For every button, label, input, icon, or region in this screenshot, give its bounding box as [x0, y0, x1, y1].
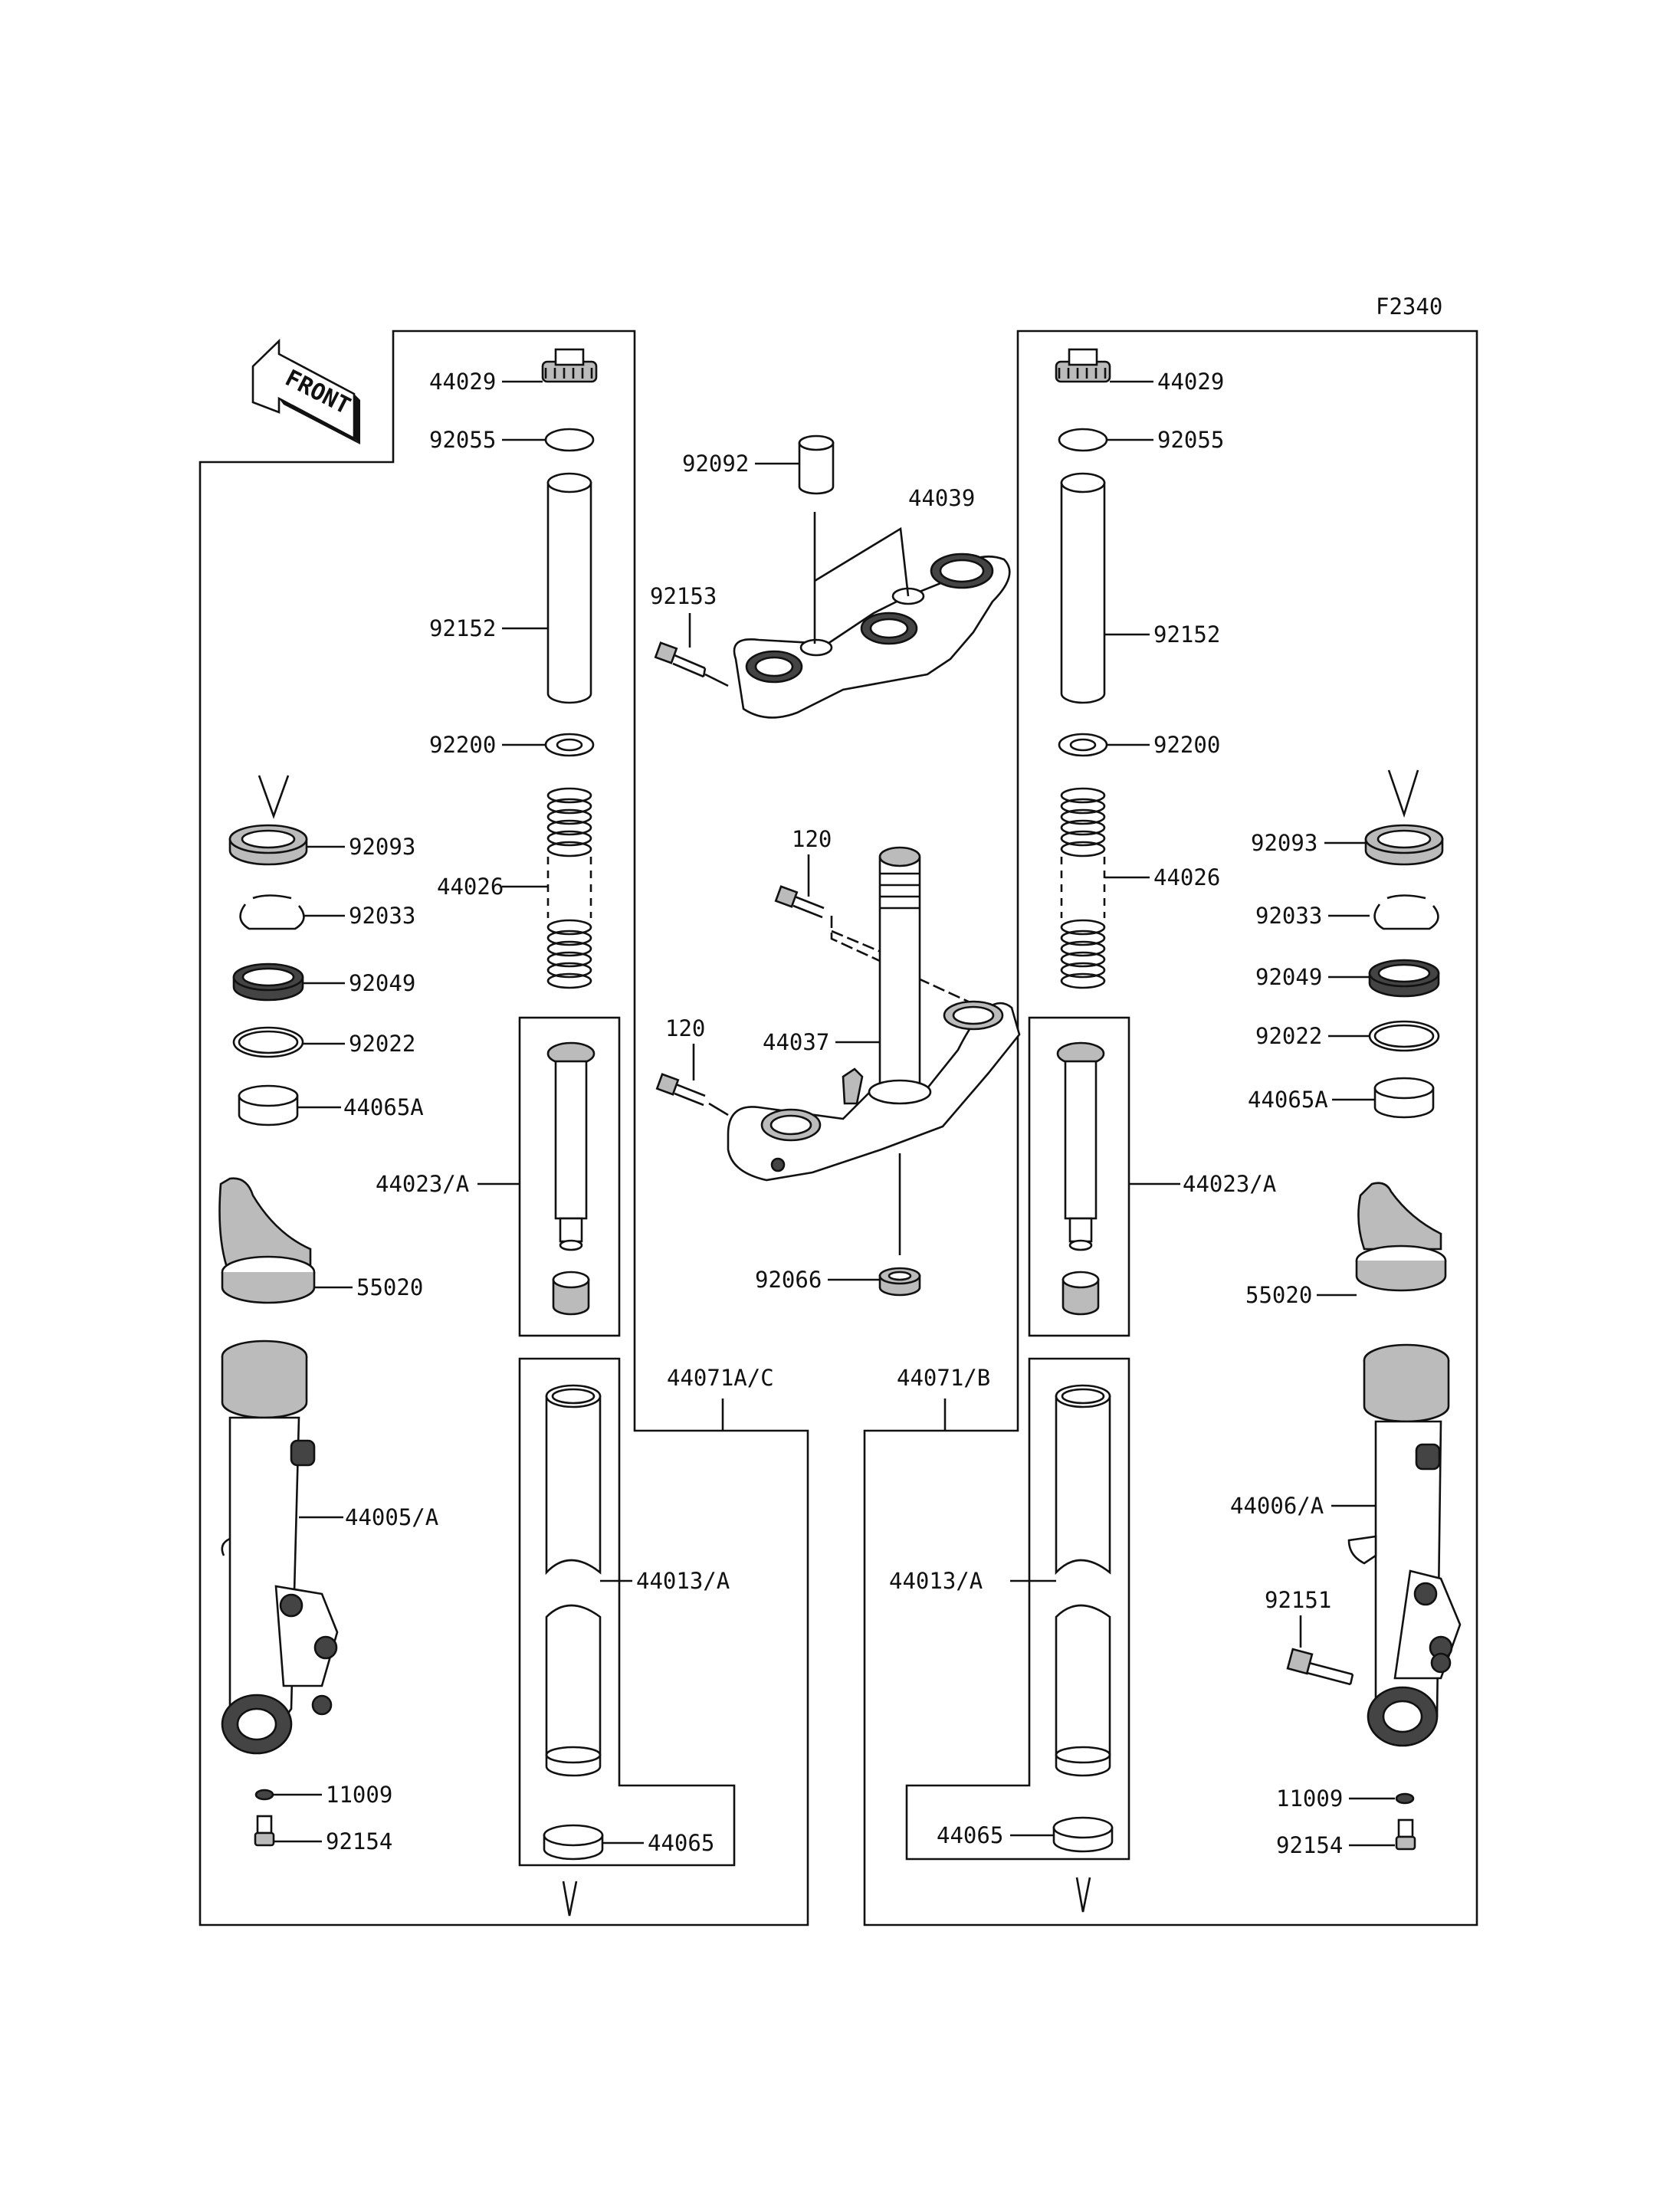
label-92152-left: 92152: [429, 615, 496, 641]
label-44039: 44039: [908, 485, 975, 511]
bolt-120-lower: [655, 1073, 706, 1107]
label-92055-right: 92055: [1157, 427, 1224, 453]
right-fork-group-frame: [863, 330, 1478, 1926]
fork-guard-left: [218, 1177, 316, 1304]
bolt-92153: [654, 641, 707, 678]
bolt-92151: [1286, 1648, 1354, 1686]
label-44029-right: 44029: [1157, 369, 1224, 395]
label-44037: 44037: [763, 1029, 829, 1055]
label-92153: 92153: [650, 583, 717, 609]
bolt-92154-left: [254, 1815, 275, 1847]
label-44029-left: 44029: [429, 369, 496, 395]
label-44023a-left: 44023/A: [376, 1171, 469, 1197]
label-44023a-right: 44023/A: [1183, 1171, 1276, 1197]
steering-stem: [727, 846, 1021, 1182]
oil-seal-left: [232, 962, 304, 1002]
inner-tube-left: [545, 1384, 602, 1777]
o-ring-left: [544, 428, 595, 452]
diagram-code: F2340: [1376, 293, 1442, 320]
label-92049-right: 92049: [1255, 964, 1322, 990]
label-44026-left: 44026: [437, 874, 504, 900]
label-92154-left: 92154: [326, 1828, 392, 1854]
circlip-left: [239, 894, 305, 930]
bushing-left: [543, 1824, 604, 1861]
fork-cap-bolt-left: [541, 348, 598, 383]
cylinder-unit-left: [546, 1041, 596, 1316]
bushing-44065a-left: [238, 1084, 299, 1126]
fork-guard-right: [1355, 1182, 1447, 1292]
label-92093-right: 92093: [1251, 830, 1317, 856]
label-92092: 92092: [682, 451, 749, 477]
bracket-leader: [813, 512, 910, 644]
label-92152-right: 92152: [1153, 621, 1220, 648]
bolt-120-upper: [774, 885, 825, 919]
bushing-44065a-right: [1373, 1077, 1435, 1119]
label-55020-right: 55020: [1245, 1282, 1312, 1308]
dust-seal-left: [228, 824, 308, 866]
label-11009-left: 11009: [326, 1782, 392, 1808]
fork-spring-left: [546, 787, 592, 989]
inner-tube-right: [1055, 1384, 1111, 1777]
left-cartridge-box: [518, 1016, 621, 1337]
gasket-left: [254, 1789, 274, 1801]
bushing-right: [1052, 1816, 1114, 1853]
label-44065a-right: 44065A: [1248, 1087, 1328, 1113]
label-44005a: 44005/A: [345, 1504, 438, 1530]
stem-nut-92066: [878, 1267, 921, 1297]
label-44013a-left: 44013/A: [636, 1568, 730, 1594]
seal-arrow-right: [1387, 769, 1419, 818]
label-92022-left: 92022: [349, 1031, 415, 1057]
right-cartridge-box: [1028, 1016, 1130, 1337]
fork-spring-right: [1060, 787, 1106, 989]
label-44065a-left: 44065A: [343, 1094, 424, 1120]
left-fork-group-frame: [199, 330, 809, 1926]
label-92200-left: 92200: [429, 732, 496, 758]
bolt-92154-right: [1395, 1818, 1416, 1851]
label-92066: 92066: [755, 1267, 822, 1293]
dust-seal-right: [1364, 824, 1444, 866]
label-92093-left: 92093: [349, 834, 415, 860]
label-120-lower: 120: [665, 1015, 705, 1041]
cylinder-unit-right: [1056, 1041, 1105, 1316]
label-92200-right: 92200: [1153, 732, 1220, 758]
collar-tube-left: [546, 472, 592, 704]
label-92033-left: 92033: [349, 903, 415, 929]
label-92049-left: 92049: [349, 970, 415, 996]
label-55020-left: 55020: [356, 1274, 423, 1300]
outer-tube-left: [221, 1340, 339, 1755]
label-44013a-right: 44013/A: [889, 1568, 983, 1594]
label-44065-left: 44065: [648, 1830, 714, 1856]
left-inner-tube-box: [518, 1357, 736, 1867]
circlip-right: [1373, 894, 1439, 930]
label-44026-right: 44026: [1153, 864, 1220, 890]
gasket-right: [1395, 1792, 1415, 1805]
upper-fork-bracket: [733, 553, 1011, 719]
collar-tube-right: [1060, 472, 1106, 704]
label-92022-right: 92022: [1255, 1023, 1322, 1049]
right-inner-tube-box: [905, 1357, 1130, 1861]
label-44065-right: 44065: [937, 1822, 1003, 1848]
label-92154-right: 92154: [1276, 1832, 1343, 1858]
label-120-upper: 120: [792, 826, 832, 852]
oil-seal-right: [1368, 959, 1440, 998]
label-11009-right: 11009: [1276, 1785, 1343, 1812]
outer-tube-right: [1347, 1343, 1462, 1747]
label-92151: 92151: [1265, 1587, 1331, 1613]
label-92055-left: 92055: [429, 427, 496, 453]
fork-cap-bolt-right: [1055, 348, 1111, 383]
washer-92022-left: [232, 1026, 304, 1058]
label-44071b: 44071/B: [897, 1365, 990, 1391]
collar-92092: [798, 434, 835, 495]
seal-arrow-left: [258, 775, 290, 819]
label-92033-right: 92033: [1255, 903, 1322, 929]
label-44071ac: 44071A/C: [667, 1365, 774, 1391]
label-44006a: 44006/A: [1230, 1493, 1324, 1519]
front-arrow-icon: FRONT: [251, 338, 360, 444]
o-ring-right: [1058, 428, 1108, 452]
